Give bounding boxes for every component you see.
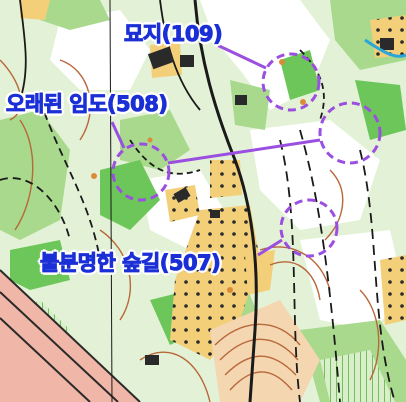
buildings xyxy=(145,38,394,365)
pointer-forest-path xyxy=(257,238,283,257)
water-stream xyxy=(364,38,406,58)
road-lines xyxy=(0,269,141,402)
contour-area xyxy=(210,300,320,402)
knolls xyxy=(91,59,306,293)
pointer-grave xyxy=(214,42,267,70)
control-circle-forest-path xyxy=(279,198,339,258)
label-indistinct-forest-path: 불분명한 숲길(507) xyxy=(39,251,221,275)
course-leg-line xyxy=(167,138,321,165)
control-circle-grave xyxy=(261,52,321,112)
label-old-forest-road: 오래된 임도(508) xyxy=(5,92,168,116)
course-overprint xyxy=(110,42,382,258)
control-circle-old-road xyxy=(111,142,171,202)
control-circle-junction xyxy=(318,101,382,165)
pointer-old-road xyxy=(110,121,126,149)
trails xyxy=(0,0,396,402)
label-grave: 묘지(109) xyxy=(123,22,223,46)
